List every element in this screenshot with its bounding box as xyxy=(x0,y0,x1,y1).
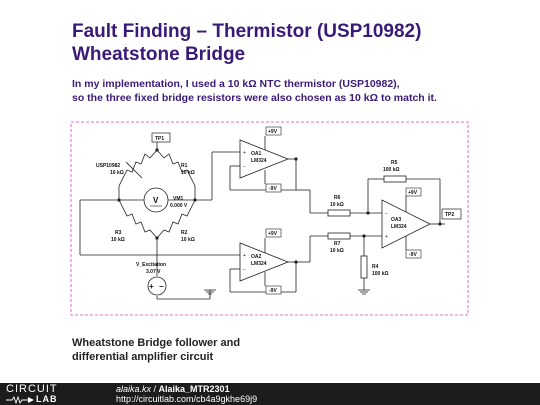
svg-text:100 kΩ: 100 kΩ xyxy=(372,271,389,277)
op-amp-oa1 xyxy=(239,139,290,179)
resistor-r5 xyxy=(383,175,407,183)
resistor-r6 xyxy=(327,209,351,217)
svg-text:10 kΩ: 10 kΩ xyxy=(111,237,125,243)
svg-text:+9V: +9V xyxy=(268,231,278,237)
ground-symbol-r4 xyxy=(358,289,370,295)
svg-text:TP1: TP1 xyxy=(155,136,164,142)
svg-text:TP2: TP2 xyxy=(445,212,454,218)
circuitlab-logo[interactable]: CIRCUIT LAB xyxy=(6,383,70,405)
author-user[interactable]: alaika.kx xyxy=(116,384,152,394)
svg-text:3.07 V: 3.07 V xyxy=(146,269,161,275)
test-point-tp1: TP1 xyxy=(151,132,171,143)
intro-line-2: so the three fixed bridge resistors were… xyxy=(72,92,437,104)
svg-text:R6: R6 xyxy=(334,195,341,201)
resistor-r7 xyxy=(327,232,351,240)
caption-line-2: differential amplifier circuit xyxy=(72,351,214,363)
svg-text:OA1: OA1 xyxy=(251,151,262,157)
svg-text:OA3: OA3 xyxy=(391,217,402,223)
excitation-source: + − xyxy=(147,276,167,296)
intro-text: In my implementation, I used a 10 kΩ NTC… xyxy=(72,77,522,105)
svg-text:10 kΩ: 10 kΩ xyxy=(330,248,344,254)
svg-text:R1: R1 xyxy=(181,163,188,169)
op-amp-pin-signs: + − + − − + xyxy=(243,150,388,273)
rail-labels: +9V -9V +9V -9V +9V -9V xyxy=(265,126,422,295)
component-labels: USP10982 10 kΩ R1 10 kΩ R3 10 kΩ R2 10 k… xyxy=(96,151,407,277)
intro-line-1: In my implementation, I used a 10 kΩ NTC… xyxy=(72,78,400,90)
title-line-2: Wheatstone Bridge xyxy=(72,44,246,65)
svg-text:-9V: -9V xyxy=(409,252,417,258)
meter-symbol: V xyxy=(153,196,159,205)
author-project[interactable]: Alaika_MTR2301 xyxy=(158,384,230,394)
author-line: alaika.kx / Alaika_MTR2301 xyxy=(116,384,230,394)
svg-text:0.000 V: 0.000 V xyxy=(170,203,188,209)
svg-text:−: − xyxy=(243,267,246,273)
resistor-r3 xyxy=(118,199,158,239)
svg-text:−: − xyxy=(243,164,246,170)
svg-text:100 kΩ: 100 kΩ xyxy=(383,167,400,173)
logo-text-top: CIRCUIT xyxy=(6,383,58,395)
svg-text:USP10982: USP10982 xyxy=(96,163,120,169)
resistor-r4 xyxy=(360,255,368,279)
logo-text-bottom: LAB xyxy=(36,394,58,404)
svg-text:R4: R4 xyxy=(372,264,379,270)
svg-text:R7: R7 xyxy=(334,241,341,247)
svg-text:LM324: LM324 xyxy=(251,261,267,267)
resistor-r1 xyxy=(156,149,196,194)
title-line-1: Fault Finding – Thermistor (USP10982) xyxy=(72,21,422,42)
page-title: Fault Finding – Thermistor (USP10982) Wh… xyxy=(72,20,512,66)
svg-text:R3: R3 xyxy=(115,230,122,236)
svg-text:+: + xyxy=(243,150,246,156)
svg-text:+: + xyxy=(149,282,154,291)
svg-text:−: − xyxy=(159,282,164,291)
footer-bar: CIRCUIT LAB alaika.kx / Alaika_MTR2301 h… xyxy=(0,383,540,405)
svg-text:+9V: +9V xyxy=(408,190,418,196)
svg-text:OA2: OA2 xyxy=(251,254,262,260)
figure-caption: Wheatstone Bridge follower and different… xyxy=(72,336,332,364)
svg-text:+9V: +9V xyxy=(268,129,278,135)
voltmeter-vm1: V xyxy=(143,187,169,213)
svg-text:LM324: LM324 xyxy=(391,224,407,230)
op-amp-oa2 xyxy=(239,242,290,282)
svg-text:10 kΩ: 10 kΩ xyxy=(181,170,195,176)
project-url-link[interactable]: http://circuitlab.com/cb4a9gkhe69j9 xyxy=(116,394,258,404)
resistor-r2 xyxy=(156,199,196,239)
svg-text:-9V: -9V xyxy=(269,288,277,294)
caption-line-1: Wheatstone Bridge follower and xyxy=(72,337,241,349)
logo-waveform-icon xyxy=(6,395,34,405)
thermistor-usp10982 xyxy=(118,149,158,194)
svg-text:+: + xyxy=(243,253,246,259)
svg-text:R2: R2 xyxy=(181,230,188,236)
svg-text:V_Excitation: V_Excitation xyxy=(136,262,166,268)
svg-text:10 kΩ: 10 kΩ xyxy=(330,202,344,208)
svg-text:VM1: VM1 xyxy=(173,196,184,202)
svg-text:10 kΩ: 10 kΩ xyxy=(181,237,195,243)
svg-text:+: + xyxy=(385,234,388,240)
svg-text:R5: R5 xyxy=(391,160,398,166)
ground-symbol xyxy=(204,289,216,295)
author-separator: / xyxy=(151,384,159,394)
svg-text:10 kΩ: 10 kΩ xyxy=(110,170,124,176)
svg-text:LM324: LM324 xyxy=(251,158,267,164)
svg-text:-9V: -9V xyxy=(269,186,277,192)
test-point-tp2: TP2 xyxy=(441,208,462,220)
svg-text:−: − xyxy=(385,211,388,217)
